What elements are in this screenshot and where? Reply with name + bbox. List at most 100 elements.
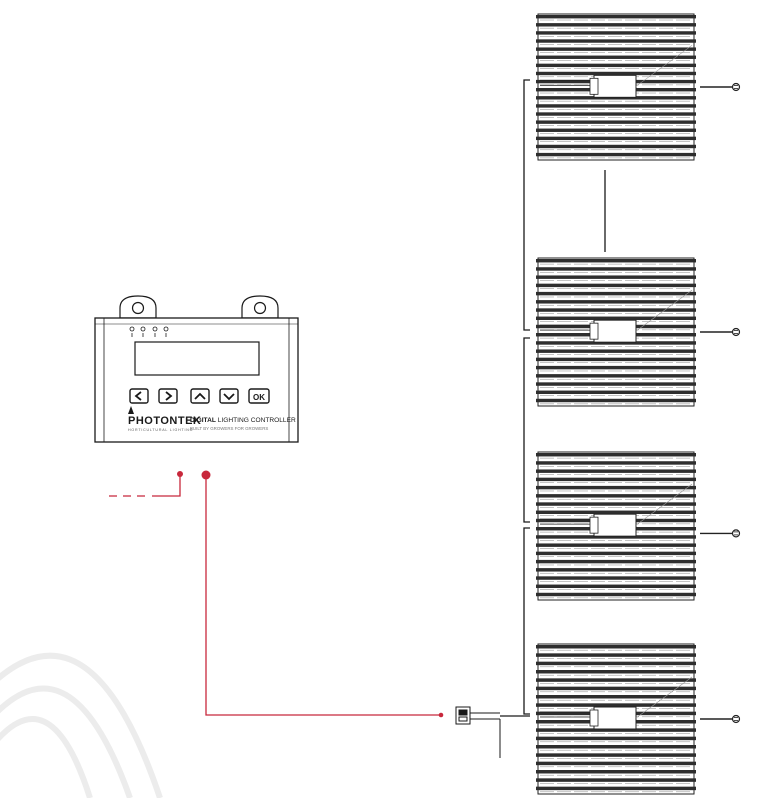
input-wire (152, 474, 181, 497)
driver-box (593, 706, 637, 730)
driver-clip (589, 322, 599, 340)
led-bar (536, 144, 696, 149)
led-bar (536, 291, 696, 296)
driver-cable-diagonal (635, 289, 693, 332)
signal-wires (109, 474, 441, 716)
led-bar (536, 128, 696, 132)
led-fixtures (536, 13, 741, 795)
photontek-logo-icon (128, 406, 134, 414)
led-bar (536, 510, 696, 515)
brand-name: PHOTONTEK (128, 415, 201, 427)
driver-clip (589, 709, 599, 727)
led-bar (536, 382, 696, 386)
led-bar (536, 398, 696, 403)
driver-cable-diagonal (635, 676, 693, 719)
led-bar (536, 453, 696, 457)
led-bar (536, 283, 696, 288)
controller-display (134, 341, 260, 376)
led-bar (536, 686, 696, 691)
led-bar (536, 502, 696, 506)
led-bar (536, 341, 696, 345)
led-fixture (536, 643, 741, 795)
led-bar (536, 485, 696, 490)
controller-title-rest: LIGHTING CONTROLLER (216, 417, 296, 424)
led-bar (536, 275, 696, 279)
driver-clip (589, 516, 599, 534)
led-bar (536, 770, 696, 774)
led-bar (536, 120, 696, 124)
led-bar (536, 695, 696, 699)
led-bar (536, 592, 696, 597)
led-bar (536, 300, 696, 304)
chevron-left-icon (134, 391, 142, 401)
controller-tagline: BUILT BY GROWERS FOR GROWERS (190, 426, 268, 431)
led-bar (536, 316, 696, 321)
output-wire (205, 476, 441, 716)
brand-subtitle: HORTICULTURAL LIGHTING (128, 428, 193, 432)
driver-cable-diagonal (635, 45, 693, 87)
led-bar (536, 259, 696, 263)
led-bar (536, 670, 696, 674)
driver-clip (589, 77, 599, 95)
led-bar (536, 39, 696, 43)
led-bar (536, 152, 696, 157)
led-bar (536, 47, 696, 51)
led-bar (536, 551, 696, 556)
led-bar (536, 23, 696, 27)
button-down[interactable] (219, 388, 239, 404)
button-up[interactable] (190, 388, 210, 404)
led-bar (536, 786, 696, 791)
mount-tab-right-icon (241, 295, 279, 319)
power-plug-icon (731, 714, 741, 724)
led-bar (536, 63, 696, 68)
button-ok[interactable]: OK (248, 388, 270, 404)
led-bar (536, 678, 696, 682)
led-bar (536, 728, 696, 732)
chevron-down-icon (223, 393, 235, 401)
led-bar (536, 365, 696, 370)
led-bar (536, 267, 696, 271)
led-indicators (129, 326, 169, 337)
led-fixture (536, 257, 741, 407)
led-bar (536, 584, 696, 589)
led-bar (536, 745, 696, 749)
led-bar (536, 753, 696, 757)
led-bar (536, 736, 696, 741)
led-bar (536, 778, 696, 782)
driver-cable-diagonal (635, 483, 693, 526)
led-bar (536, 761, 696, 766)
watermark-arcs-icon (0, 652, 163, 798)
led-bar (536, 55, 696, 59)
led-bar (536, 374, 696, 378)
led-indicator-icon (129, 326, 135, 337)
controller-title-bold: DIGITAL (190, 417, 216, 424)
led-bar (536, 703, 696, 707)
mount-tab-left-icon (119, 295, 157, 319)
led-bar (536, 469, 696, 473)
led-indicator-icon (140, 326, 146, 337)
chevron-right-icon (165, 391, 173, 401)
led-bar (536, 576, 696, 580)
led-fixture (536, 451, 741, 601)
power-plug-icon (731, 82, 741, 92)
button-right[interactable] (158, 388, 178, 404)
led-fixture (536, 13, 741, 161)
controller-body (94, 317, 299, 443)
led-bar (536, 494, 696, 498)
led-bar (536, 136, 696, 141)
led-bar (536, 357, 696, 362)
led-bar (536, 112, 696, 116)
led-bar (536, 349, 696, 353)
splitter-connector-icon (455, 706, 501, 758)
power-plug-icon (731, 529, 741, 538)
digital-lighting-controller: OK PHOTONTEK HORTICULTURAL LIGHTING DIGI… (94, 295, 299, 443)
led-bar (536, 477, 696, 482)
output-port-dot (201, 470, 211, 480)
led-indicator-icon (163, 326, 169, 337)
led-bar (536, 568, 696, 572)
driver-box (593, 513, 637, 537)
button-left[interactable] (129, 388, 149, 404)
led-bar (536, 461, 696, 465)
daisy-chain-cables (500, 79, 606, 717)
